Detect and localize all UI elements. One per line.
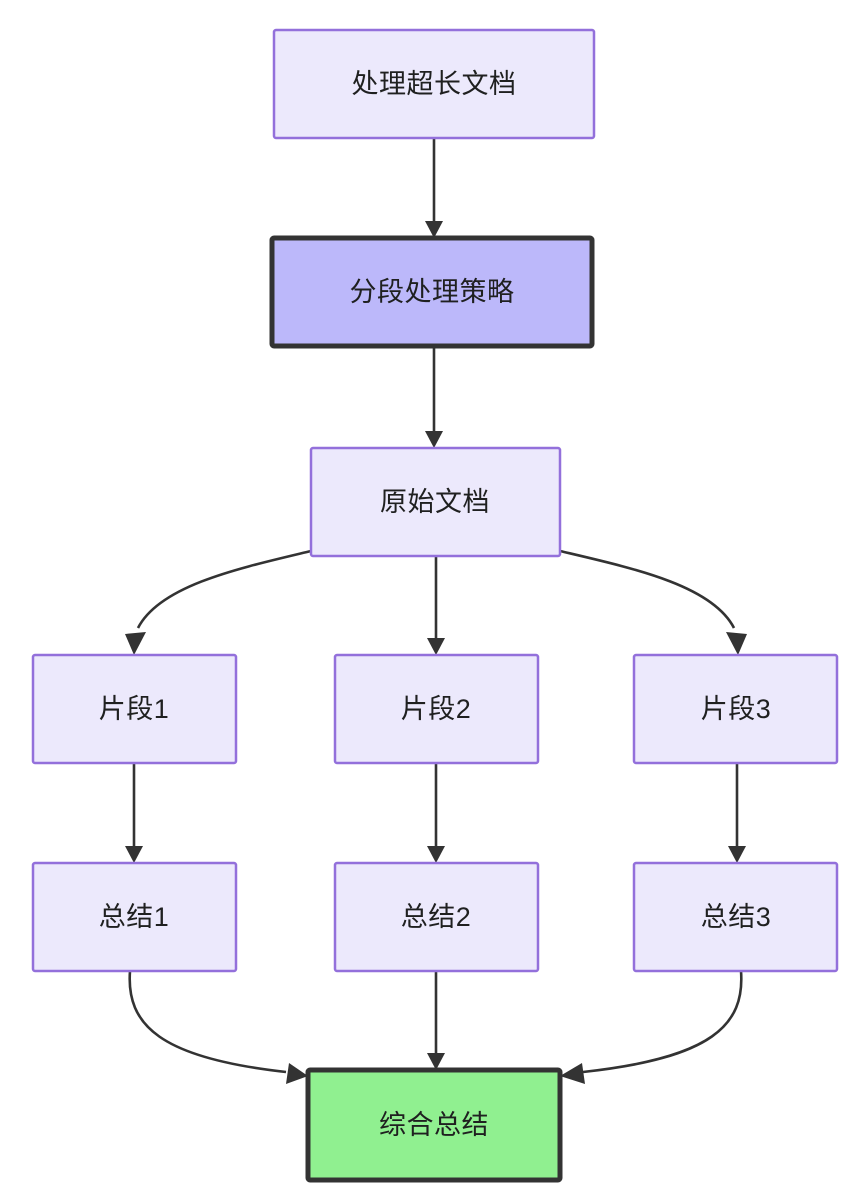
node-doc-root-shape[interactable] <box>272 28 596 140</box>
node-summary-3-shape[interactable] <box>632 861 839 973</box>
edge-source-doc-to-fragment-1 <box>125 549 312 655</box>
edge-summary-3-to-final-summary <box>560 970 743 1084</box>
edge-fragment-1-to-summary-1 <box>125 763 143 863</box>
node-fragment-3-label: 片段3 <box>701 694 772 724</box>
node-final-summary-shape[interactable] <box>305 1067 563 1183</box>
edge-doc-root-to-chunk-strategy <box>425 138 443 238</box>
node-chunk-strategy[interactable]: 分段处理策略 <box>269 235 595 349</box>
edge-source-doc-to-fragment-2 <box>427 556 445 655</box>
node-source-doc-label: 原始文档 <box>380 487 490 517</box>
node-summary-3[interactable]: 总结3 <box>632 861 839 973</box>
edge-chunk-strategy-to-source-doc <box>425 346 443 448</box>
node-summary-2-label: 总结2 <box>401 902 472 932</box>
node-summary-2-shape[interactable] <box>333 861 540 973</box>
node-fragment-2[interactable]: 片段2 <box>333 653 540 765</box>
node-source-doc-shape[interactable] <box>309 446 562 558</box>
node-doc-root[interactable]: 处理超长文档 <box>272 28 596 140</box>
edge-fragment-2-to-summary-2 <box>427 763 445 863</box>
node-final-summary[interactable]: 综合总结 <box>305 1067 563 1183</box>
node-summary-1-shape[interactable] <box>31 861 238 973</box>
node-layer: 处理超长文档 分段处理策略 原始文档 片段1 片段2 <box>31 28 839 1183</box>
node-summary-1[interactable]: 总结1 <box>31 861 238 973</box>
node-summary-2[interactable]: 总结2 <box>333 861 540 973</box>
node-fragment-2-shape[interactable] <box>333 653 540 765</box>
node-chunk-strategy-label: 分段处理策略 <box>350 277 515 307</box>
edge-fragment-3-to-summary-3 <box>728 763 746 863</box>
node-fragment-3[interactable]: 片段3 <box>632 653 839 765</box>
edge-layer <box>125 138 747 1084</box>
node-final-summary-label: 综合总结 <box>379 1110 489 1140</box>
node-source-doc[interactable]: 原始文档 <box>309 446 562 558</box>
node-summary-1-label: 总结1 <box>99 902 170 932</box>
node-chunk-strategy-shape[interactable] <box>269 235 595 349</box>
node-summary-3-label: 总结3 <box>701 902 772 932</box>
node-doc-root-label: 处理超长文档 <box>352 69 517 99</box>
node-fragment-1-label: 片段1 <box>99 694 170 724</box>
node-fragment-3-shape[interactable] <box>632 653 839 765</box>
edge-source-doc-to-fragment-3 <box>559 549 747 655</box>
edge-summary-2-to-final-summary <box>427 971 445 1070</box>
node-fragment-1[interactable]: 片段1 <box>31 653 238 765</box>
edge-summary-1-to-final-summary <box>128 970 308 1084</box>
node-fragment-2-label: 片段2 <box>401 694 472 724</box>
node-fragment-1-shape[interactable] <box>31 653 238 765</box>
